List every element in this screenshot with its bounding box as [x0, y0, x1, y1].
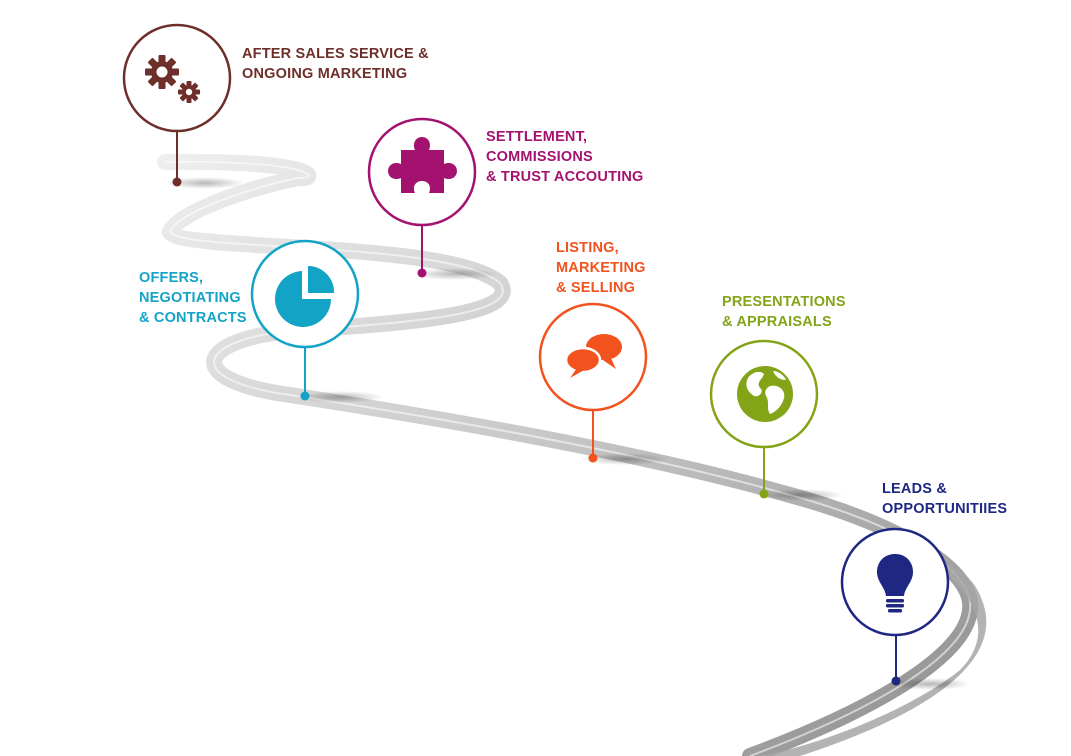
pin-shadow	[165, 177, 245, 189]
pin-dot	[891, 676, 901, 686]
pin-circle	[122, 23, 232, 133]
label-listing: LISTING, MARKETING & SELLING	[556, 238, 646, 298]
pin-shadow	[581, 453, 669, 465]
pin-shadow	[756, 489, 844, 501]
label-line: & CONTRACTS	[139, 310, 247, 326]
label-after-sales: AFTER SALES SERVICE & ONGOING MARKETING	[242, 44, 429, 84]
label-settlement: SETTLEMENT, COMMISSIONS & TRUST ACCOUTIN…	[486, 127, 644, 187]
pin-shadow	[890, 678, 970, 690]
pin-dot	[172, 177, 182, 187]
label-offers: OFFERS, NEGOTIATING & CONTRACTS	[139, 268, 247, 328]
label-line: & SELLING	[556, 280, 636, 296]
milestone-after-sales	[122, 23, 245, 189]
gears-icon	[145, 55, 200, 103]
label-line: LEADS &	[882, 481, 948, 497]
milestone-offers	[250, 239, 384, 403]
label-line: & TRUST ACCOUTING	[486, 169, 644, 185]
pin-circle	[250, 239, 360, 349]
road-wide-end	[760, 560, 987, 756]
road	[157, 153, 987, 756]
lightbulb-icon	[877, 554, 913, 613]
label-line: LISTING,	[556, 240, 619, 256]
pin-shadow	[413, 268, 497, 280]
label-line: NEGOTIATING	[139, 290, 241, 306]
label-line: AFTER SALES SERVICE &	[242, 46, 429, 62]
label-line: PRESENTATIONS	[722, 294, 846, 310]
label-leads: LEADS & OPPORTUNITIIES	[882, 479, 1007, 519]
chat-bubbles-icon	[564, 334, 622, 378]
pin-dot	[417, 268, 427, 278]
pin-dot	[300, 391, 310, 401]
globe-icon	[737, 366, 793, 422]
pin-dot	[759, 489, 769, 499]
milestone-presentations	[709, 339, 844, 501]
label-presentations: PRESENTATIONS & APPRAISALS	[722, 292, 846, 332]
label-line: OFFERS,	[139, 270, 204, 286]
pie-chart-icon	[275, 266, 335, 327]
label-line: MARKETING	[556, 260, 646, 276]
puzzle-piece-icon	[388, 137, 457, 193]
label-line: ONGOING MARKETING	[242, 66, 408, 82]
label-line: OPPORTUNITIIES	[882, 501, 1008, 517]
label-line: SETTLEMENT,	[486, 129, 588, 145]
milestone-settlement	[367, 117, 497, 280]
pin-dot	[588, 453, 598, 463]
label-line: & APPRAISALS	[722, 314, 832, 330]
milestone-leads	[840, 527, 970, 690]
label-line: COMMISSIONS	[486, 149, 593, 165]
pin-shadow	[296, 391, 384, 403]
milestone-listing	[538, 302, 669, 465]
